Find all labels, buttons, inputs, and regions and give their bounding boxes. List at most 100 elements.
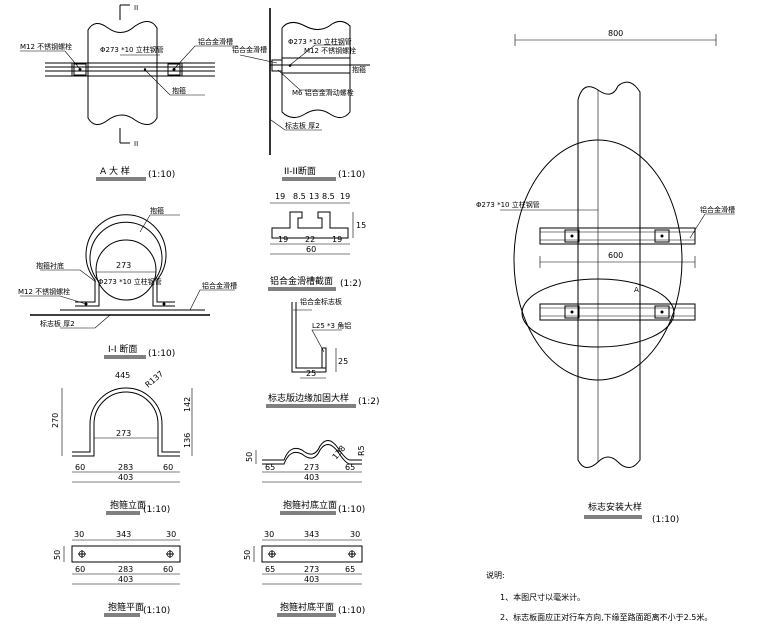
label-hoop-a: 抱箍 [172,86,186,95]
section-i-view: 273 Φ273 *10 立柱钢管 抱箍 抱箍衬底 M12 不锈钢螺栓 铝合金滑… [18,206,237,359]
title-detail-a: A 大 样 [100,165,130,177]
dim-rail-bot-0: 19 [278,235,288,244]
dim-hoop-bot-1: 283 [118,463,133,472]
title-hoop-elev: 抱箍立面 [110,499,146,511]
label-install-rail: 铝合金滑槽 [700,205,735,214]
scale-detail-a: (1:10) [148,170,175,180]
dim-rail-top-2: 13 [309,192,319,201]
dim-install-top: 800 [608,29,623,38]
liner-elevation-view: 50 138 R5 65 273 65 403 抱箍衬底立面 (1:10) [245,440,366,515]
title-section-ii: II-II断面 [284,165,316,177]
title-hoop-plan: 抱箍平面 [108,601,144,613]
scale-liner-elev: (1:10) [338,505,365,515]
label-angle-edge: L25 *3 角铝 [312,321,351,330]
dim-hoop-inner: 273 [116,429,131,438]
dim-lplan-top-1: 343 [304,530,319,539]
label-pipe-ii: Φ273 *10 立柱钢管 [288,37,352,46]
label-rail-i: 铝合金滑槽 [202,281,237,290]
label-plate-i: 标志板 厚2 [40,319,75,328]
title-liner-elev: 抱箍衬底立面 [283,499,337,511]
scale-hoop-elev: (1:10) [143,505,170,515]
dim-hplan-bot-1: 283 [118,565,133,574]
dim-hoop-upper: 142 [183,397,192,412]
label-nut-ii: M6 铝合金滑动螺栓 [292,88,354,97]
label-rail-ii: 铝合金滑槽 [232,45,267,54]
label-hoop-i: 抱箍 [150,206,164,215]
label-install-pipe: Φ273 *10 立柱钢管 [476,200,540,209]
dim-hoop-height: 270 [51,413,60,428]
dim-liner-total: 403 [304,473,319,482]
title-edge-detail: 标志版边缘加固大样 [268,392,349,404]
dim-lplan-top-2: 30 [350,530,360,539]
dim-hoop-bot-2: 60 [163,463,173,472]
scale-section-i: (1:10) [148,349,175,359]
label-rail-a: 铝合金滑槽 [198,37,233,46]
dim-liner-bot-2: 65 [345,463,355,472]
dim-hoop-bot-0: 60 [75,463,85,472]
dim-hplan-top-0: 30 [74,530,84,539]
scale-install: (1:10) [652,515,679,525]
dim-hplan-bot-0: 60 [75,565,85,574]
hoop-elevation-view: 445 R137 273 270 142 136 60 283 60 403 抱… [51,369,193,515]
scale-section-ii: (1:10) [338,170,365,180]
dim-lplan-height: 50 [243,550,252,560]
dim-lplan-bot-0: 65 [265,565,275,574]
dim-rail-height: 15 [356,221,366,230]
scale-liner-plan: (1:10) [338,606,365,616]
dim-rail-total: 60 [306,245,316,254]
dim-lplan-total: 403 [304,575,319,584]
label-pipe-i: Φ273 *10 立柱钢管 [98,277,162,286]
scale-edge-detail: (1:2) [358,397,380,407]
dim-hoop-total: 403 [118,473,133,482]
label-pipe-a: Φ273 *10 立柱钢管 [100,45,164,54]
label-plate-ii: 标志板 厚2 [285,121,320,130]
label-bolt-i: M12 不锈钢螺栓 [18,287,70,296]
dim-liner-angle: R5 [357,445,366,456]
scale-rail-section: (1:2) [340,279,362,289]
dim-liner-bot-0: 65 [265,463,275,472]
detail-a-view: II II M12 不锈钢螺栓 铝合金滑槽 Φ273 *10 立柱钢管 抱箍 A… [20,4,238,181]
dim-edge-h: 25 [338,357,348,366]
dim-hplan-top-2: 30 [166,530,176,539]
dim-rail-top-0: 19 [275,192,285,201]
dim-lplan-top-0: 30 [264,530,274,539]
dim-hplan-height: 50 [53,550,62,560]
dim-rail-bot-2: 19 [332,235,342,244]
label-hoop-ii: 抱箍 [352,65,366,74]
label-liner-i: 抱箍衬底 [36,261,64,270]
dim-liner-bot-1: 273 [304,463,319,472]
section-ii-view: Φ273 *10 立柱钢管 M12 不锈钢螺栓 铝合金滑槽 抱箍 M6 铝合金滑… [232,8,370,181]
section-mark-bottom: II [134,140,138,148]
notes-item-1: 1、本图尺寸以毫米计。 [500,592,585,602]
dim-hoop-lower: 136 [183,433,192,448]
notes-item-2: 2、标志板面应正对行车方向,下缘至路面距离不小于2.5米。 [500,612,712,622]
label-bolt-a: M12 不锈钢螺栓 [20,42,72,51]
dim-edge-w: 25 [306,369,316,378]
title-rail-section: 铝合金滑槽截面 [270,275,333,287]
liner-plan-view: 30 343 30 50 65 273 65 403 抱箍衬底平面 (1:10) [243,530,365,617]
scale-hoop-plan: (1:10) [143,606,170,616]
dim-i-273: 273 [116,261,131,270]
hoop-plan-view: 30 343 30 50 60 283 60 403 抱箍平面 (1:10) [53,530,181,617]
dim-hoop-arc: 445 [115,371,130,380]
edge-detail-view: 铝合金标志板 L25 *3 角铝 25 25 标志版边缘加固大样 (1:2) [266,297,380,408]
dim-rail-top-1: 8.5 [293,192,306,201]
dim-hoop-radius: R137 [144,369,166,389]
title-section-i: I-I 断面 [108,343,137,355]
dim-hplan-bot-2: 60 [163,565,173,574]
dim-lplan-bot-2: 65 [345,565,355,574]
dim-hplan-total: 403 [118,575,133,584]
label-install-a: A [634,286,639,294]
dim-hplan-top-1: 343 [116,530,131,539]
title-install: 标志安装大样 [588,501,642,513]
dim-lplan-bot-1: 273 [304,565,319,574]
dim-liner-height: 50 [245,452,254,462]
dim-rail-bot-1: 22 [305,235,315,244]
install-detail-view: 800 A 600 Φ273 *10 立柱钢管 铝合金滑槽 标志安装大样 (1:… [476,29,735,525]
notes-heading: 说明: [486,570,505,580]
label-bolt-ii: M12 不锈钢螺栓 [304,46,356,55]
dim-rail-top-3: 8.5 [322,192,335,201]
dim-rail-top-4: 19 [340,192,350,201]
notes-block: 说明: 1、本图尺寸以毫米计。 2、标志板面应正对行车方向,下缘至路面距离不小于… [486,570,712,622]
